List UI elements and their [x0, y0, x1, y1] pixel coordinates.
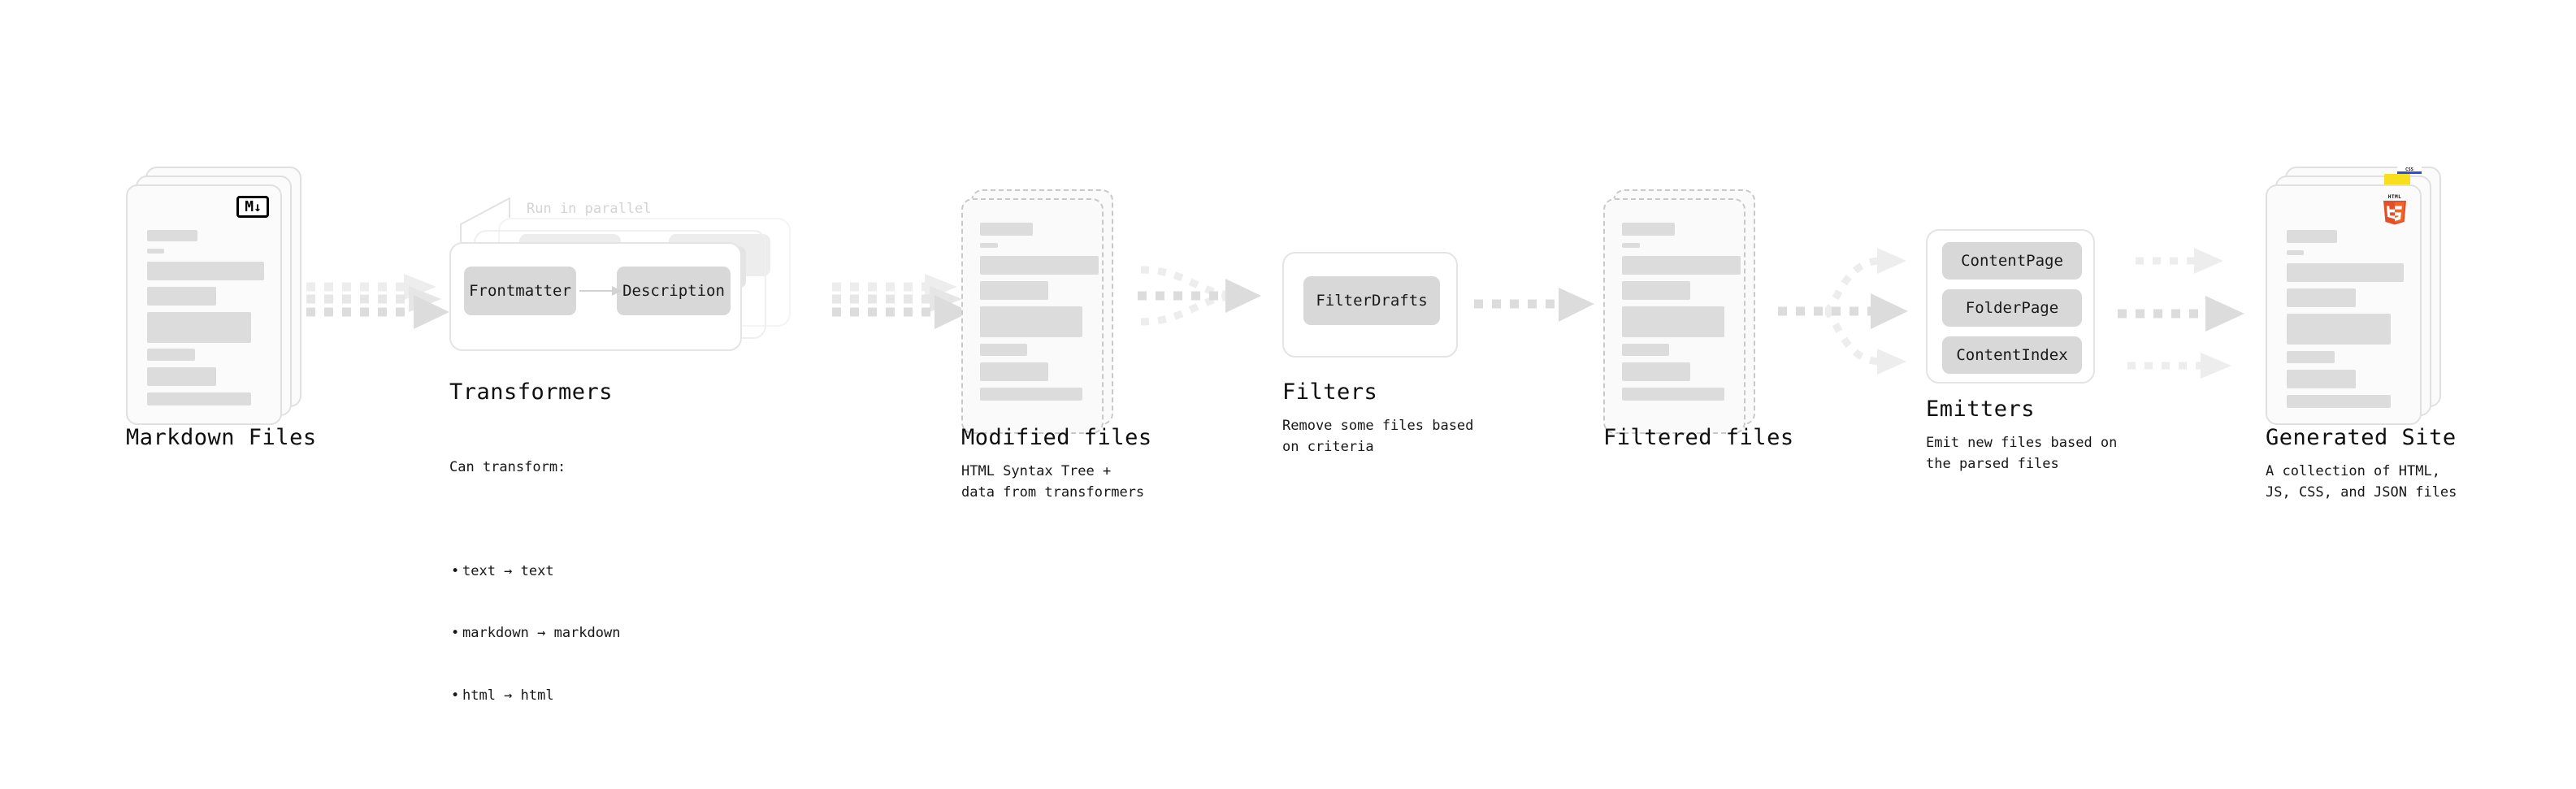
filters-card[interactable]: FilterDrafts	[1282, 252, 1458, 358]
svg-text:CSS: CSS	[2405, 167, 2413, 172]
filter-pill-filterdrafts[interactable]: FilterDrafts	[1303, 276, 1440, 325]
skeleton-bar	[147, 312, 251, 343]
transformers-capability-list: text → text markdown → markdown html → h…	[449, 520, 621, 748]
stage-markdown-files: M↓ M↓ M↓	[126, 167, 313, 435]
stage-transformers: Frontmatter Description Frontmatter Desc…	[443, 195, 825, 374]
annotation-run-in-parallel: Run in parallel	[527, 201, 652, 217]
skeleton-bar	[980, 362, 1048, 381]
skeleton-bar	[980, 223, 1033, 236]
skeleton-bar	[980, 281, 1048, 300]
stage-title-generated-site: Generated Site	[2266, 425, 2457, 450]
skeleton-bar	[1622, 281, 1690, 300]
stage-generated-site: CSS HTML	[2266, 167, 2452, 435]
file-sheet-front	[1603, 198, 1746, 434]
html5-logo-icon: HTML	[2383, 194, 2406, 225]
stage-title-filtered-files: Filtered files	[1603, 425, 1794, 450]
modified-files-description: HTML Syntax Tree + data from transformer…	[961, 463, 1145, 501]
skeleton-bar	[2287, 370, 2356, 388]
emitter-pill-contentpage[interactable]: ContentPage	[1942, 242, 2082, 280]
emitters-card[interactable]: ContentPage FolderPage ContentIndex	[1926, 229, 2095, 384]
generated-site-description: A collection of HTML, JS, CSS, and JSON …	[2266, 463, 2457, 501]
transformers-description-heading: Can transform:	[449, 459, 566, 475]
stage-emitters: ContentPage FolderPage ContentIndex	[1926, 229, 2095, 384]
skeleton-bar	[2287, 230, 2337, 243]
emitter-pill-folderpage[interactable]: FolderPage	[1942, 289, 2082, 327]
skeleton-bar	[980, 388, 1082, 401]
skeleton-bar	[1622, 306, 1724, 337]
skeleton-bar	[2287, 351, 2335, 363]
skeleton-bar	[2287, 250, 2304, 255]
skeleton-bar	[2287, 263, 2404, 282]
transformers-capability-item: markdown → markdown	[451, 623, 621, 644]
connector-transformers-to-modified	[830, 272, 977, 353]
filtered-file-stack	[1603, 180, 1782, 440]
transformer-pill-description[interactable]: Description	[617, 267, 731, 315]
stage-title-filters: Filters	[1282, 379, 1378, 405]
emitters-description: Emit new files based on the parsed files	[1926, 435, 2118, 472]
skeleton-bar	[1622, 362, 1690, 381]
skeleton-bar	[980, 306, 1082, 337]
skeleton-bar	[147, 367, 216, 386]
css3-logo-icon: CSS	[2397, 167, 2422, 174]
transformer-inner-arrow	[579, 286, 622, 296]
transformer-card-front[interactable]: Frontmatter Description	[449, 242, 742, 351]
transformers-capability-item: text → text	[451, 561, 620, 583]
skeleton-bar	[147, 249, 164, 254]
skeleton-bar	[1622, 223, 1675, 236]
run-in-parallel-leader-line	[460, 197, 510, 242]
file-sheet-front: M↓	[126, 184, 282, 425]
stage-title-transformers: Transformers	[449, 379, 614, 405]
markdown-file-stack: M↓ M↓ M↓	[126, 167, 313, 435]
skeleton-bar	[1622, 256, 1741, 275]
transformer-pill-frontmatter[interactable]: Frontmatter	[464, 267, 576, 315]
stage-filters: FilterDrafts	[1282, 252, 1458, 358]
markdown-badge-arrow: ↓	[254, 198, 262, 215]
stage-title-modified-files: Modified files	[961, 425, 1152, 450]
skeleton-bar	[1622, 243, 1640, 248]
skeleton-bar	[1622, 344, 1669, 356]
connector-markdown-to-transformers	[305, 272, 455, 353]
connector-modified-to-filters	[1134, 258, 1281, 348]
markdown-badge-front: M↓	[236, 196, 269, 218]
skeleton-bar	[2287, 395, 2391, 408]
skeleton-bar	[147, 262, 264, 280]
filters-description: Remove some files based on criteria	[1282, 418, 1474, 455]
skeleton-bar	[980, 243, 998, 248]
skeleton-bar	[147, 287, 216, 306]
skeleton-bar	[147, 392, 251, 405]
stage-title-markdown-files: Markdown Files	[126, 425, 317, 450]
connector-filters-to-filtered	[1472, 286, 1602, 327]
skeleton-bar	[2287, 314, 2391, 345]
stage-title-emitters: Emitters	[1926, 397, 2036, 422]
skeleton-bar	[147, 349, 195, 361]
emitter-pill-contentindex[interactable]: ContentIndex	[1942, 336, 2082, 374]
connector-emitters-to-site	[2110, 240, 2264, 386]
transformers-description: Can transform: text → text markdown → ma…	[449, 416, 620, 789]
skeleton-bar	[1622, 388, 1724, 401]
skeleton-bar	[980, 344, 1027, 356]
pipeline-diagram: M↓ M↓ M↓ Markdo	[0, 0, 2576, 681]
skeleton-bar	[147, 230, 197, 241]
modified-file-stack	[961, 180, 1140, 440]
generated-site-file-stack: CSS HTML	[2266, 167, 2452, 435]
svg-text:HTML: HTML	[2388, 194, 2402, 200]
file-sheet-front-html: HTML	[2266, 184, 2422, 425]
transformers-capability-item: html → html	[451, 686, 620, 707]
file-sheet-front	[961, 198, 1104, 434]
skeleton-bar	[980, 256, 1099, 275]
skeleton-bar	[2287, 288, 2356, 307]
stage-modified-files	[961, 180, 1140, 440]
stage-filtered-files	[1603, 180, 1782, 440]
connector-filtered-to-emitters	[1776, 240, 1927, 378]
markdown-badge-letter: M	[245, 197, 254, 215]
